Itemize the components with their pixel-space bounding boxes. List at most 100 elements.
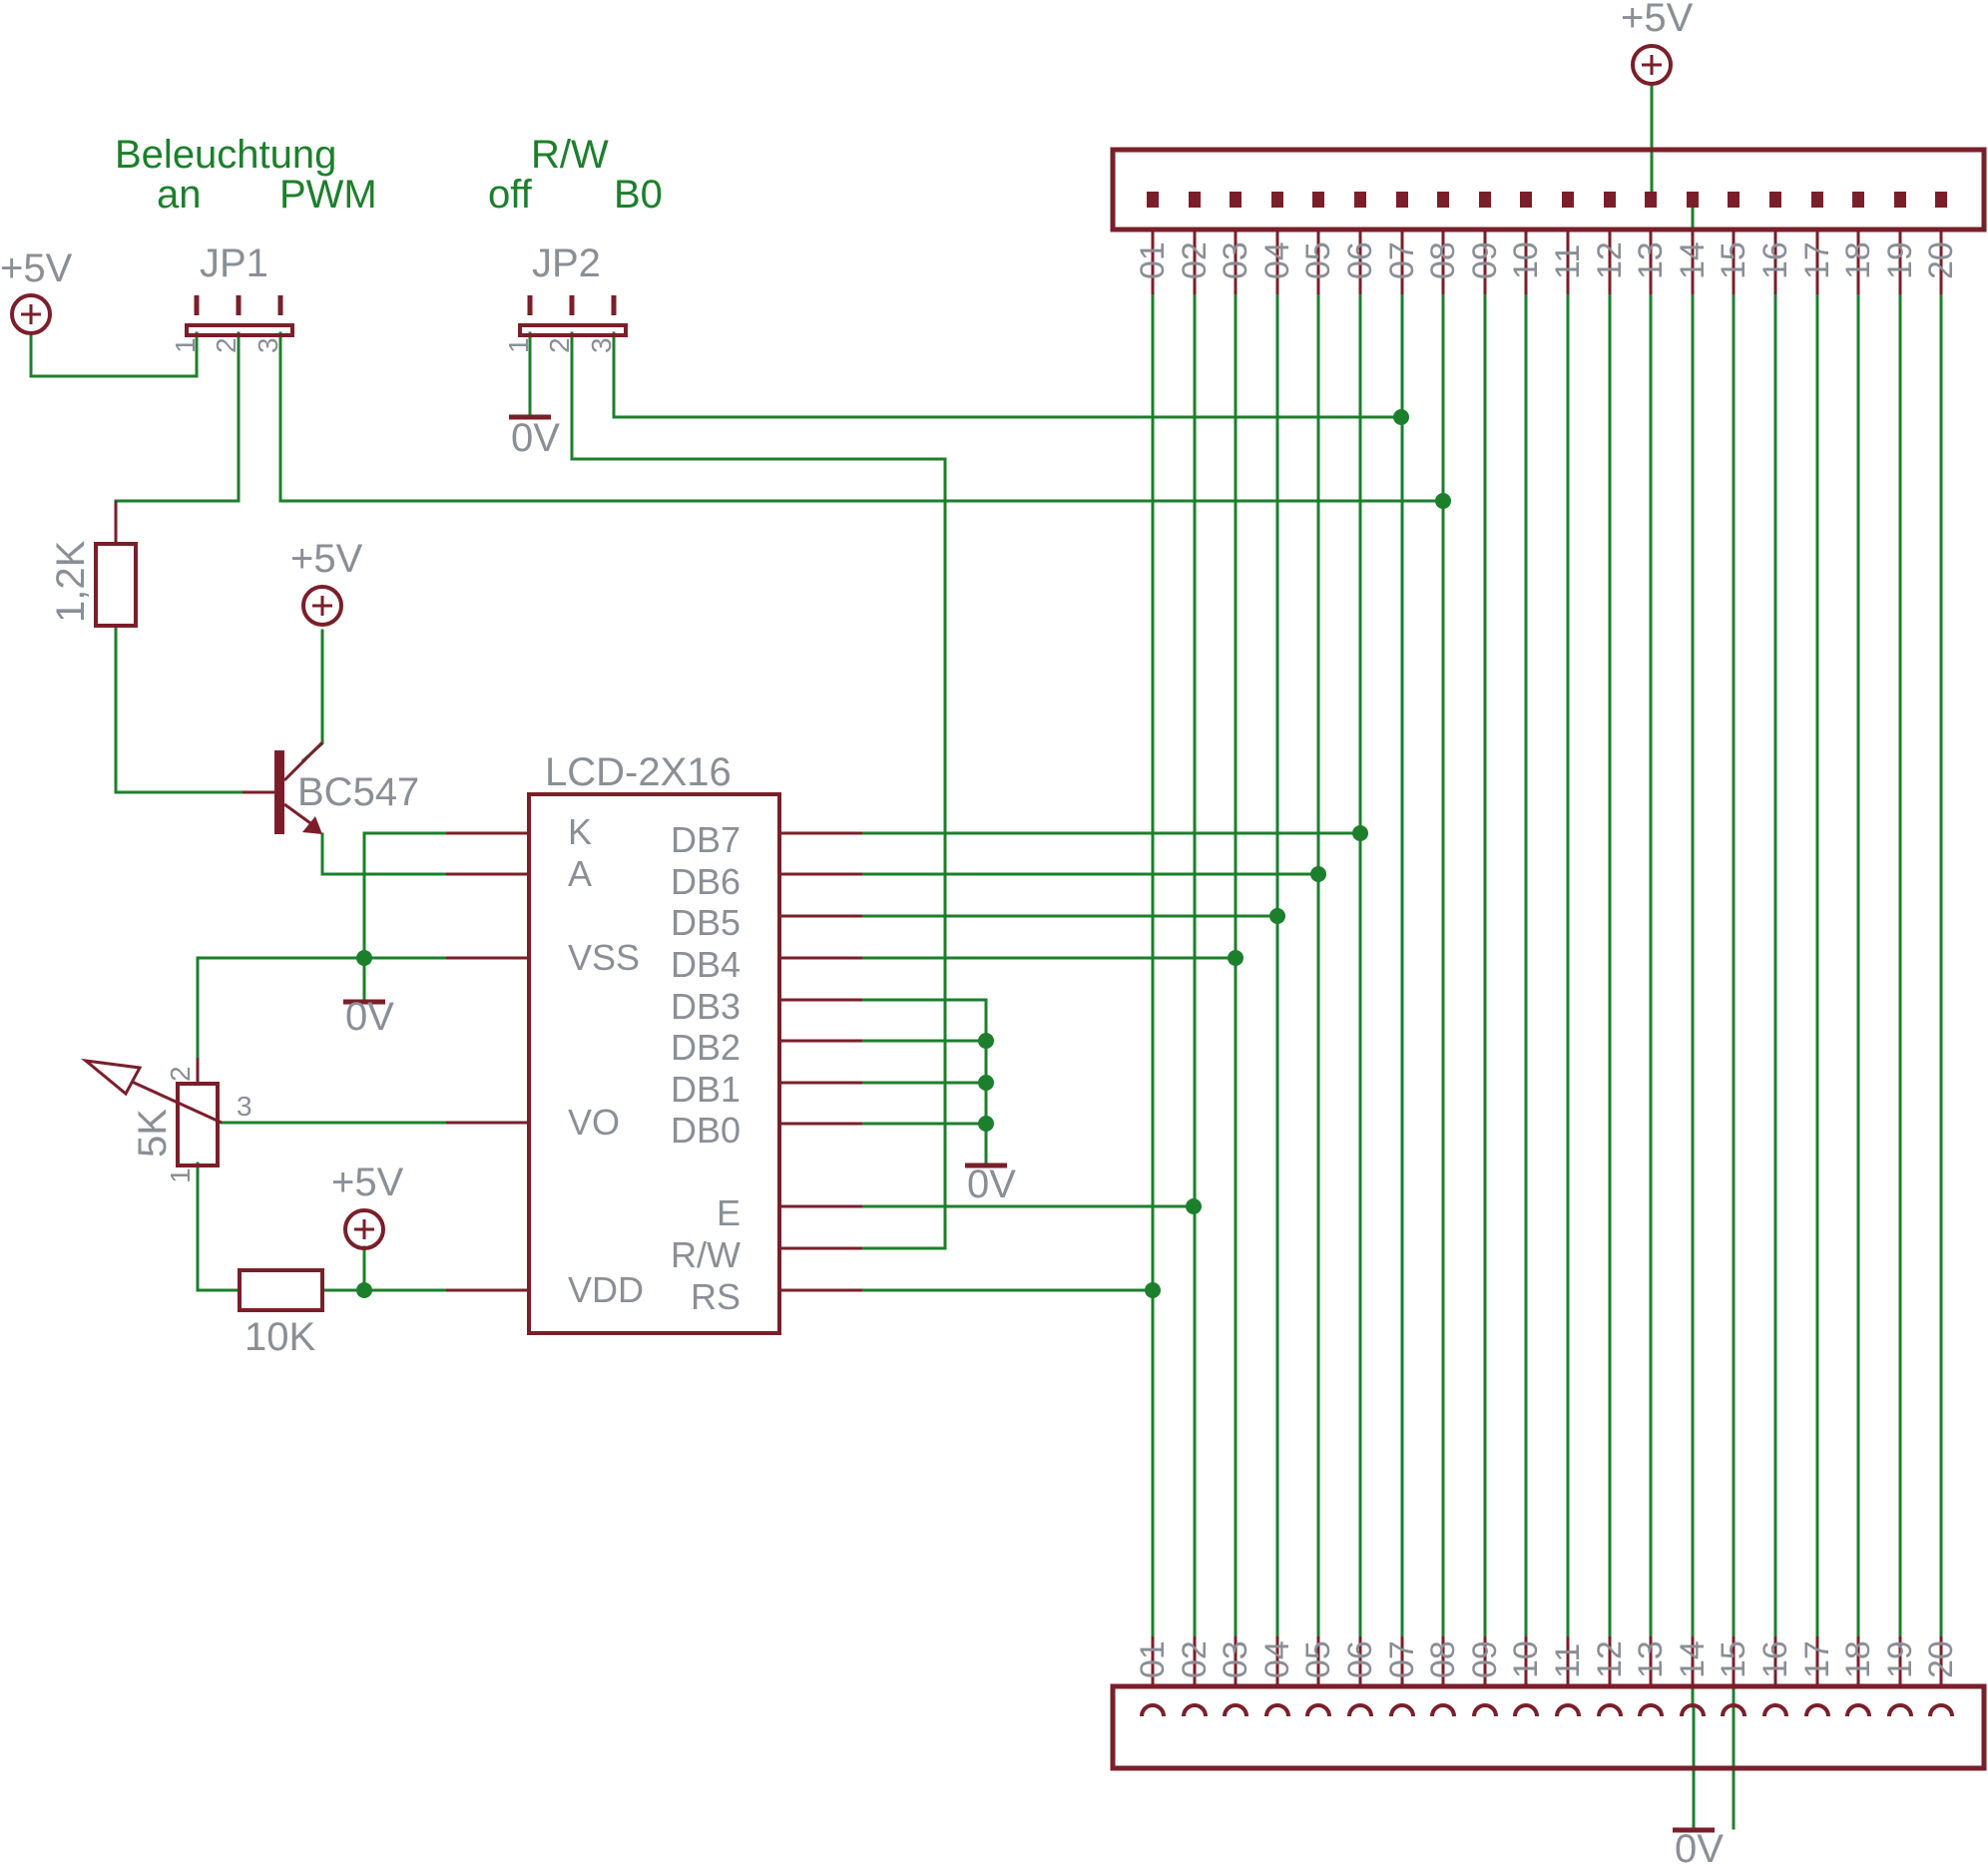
connector-socket-icon [1680, 1703, 1706, 1717]
connector-pin-label: 15 [1715, 241, 1752, 279]
lcd-pin-label-vdd: VDD [568, 1269, 644, 1310]
connector-bus-wires [1151, 198, 1943, 1830]
connector-pin-label: 03 [1217, 1640, 1254, 1678]
ground-label: 0V [967, 1163, 1016, 1206]
pot-arrow-icon [81, 1058, 143, 1097]
emitter-arrow-icon [302, 816, 322, 834]
connector-pin [1645, 192, 1657, 208]
connector-pin [1520, 192, 1532, 208]
connector-pin-label: 10 [1507, 1640, 1545, 1678]
connector-pin-label: 13 [1632, 241, 1670, 279]
connector-socket-icon [1513, 1703, 1539, 1717]
jp1-jumper: 1 2 3 JP1 [170, 241, 294, 353]
junction-dot [1393, 409, 1409, 425]
junction-dot [978, 1033, 994, 1049]
lcd-pin-label-vss: VSS [568, 937, 640, 978]
connector-pin-label: 14 [1674, 1640, 1712, 1678]
connector-pin-label: 04 [1258, 1640, 1296, 1678]
wire-jp1-pin3-pin8 [278, 331, 1445, 503]
wire-5v-jp1 [29, 331, 199, 378]
connector-pin-label: 16 [1756, 1640, 1794, 1678]
jp2-pin-label-2: 2 [544, 337, 575, 353]
wire-jp1-pin2-resistor [114, 331, 241, 546]
connector-socket-icon [1389, 1703, 1415, 1717]
connector-socket-icon [1597, 1703, 1623, 1717]
connector-socket-icon [1804, 1703, 1830, 1717]
jp2-body [518, 323, 628, 337]
junction-dot [1310, 866, 1326, 882]
junction-dot [1269, 908, 1285, 924]
connector-pin-label: 06 [1341, 241, 1379, 279]
plus-icon [354, 1219, 374, 1239]
resistor-body [94, 542, 138, 628]
connector-pin-label: 02 [1176, 1640, 1214, 1678]
plus-icon [21, 304, 41, 324]
lcd-pin-label-db0: DB0 [671, 1110, 741, 1151]
bottom-connector-body [1110, 1683, 1987, 1771]
jp1-pin-label-3: 3 [252, 337, 283, 353]
pot-label: 5K [131, 1109, 175, 1158]
connector-socket-icon [1472, 1703, 1498, 1717]
vcc-symbol [343, 1208, 385, 1250]
connector-pin-label: 11 [1549, 1643, 1587, 1678]
jp2-annotation-right: B0 [614, 173, 663, 217]
wire-jp2-pin2-rw [570, 331, 947, 1250]
junctions [356, 409, 1451, 1298]
connector-pin-label: 13 [1632, 1640, 1670, 1678]
connector-pin-label: 19 [1881, 1640, 1919, 1678]
connector-pin-label: 08 [1424, 1640, 1462, 1678]
jp2-jumper: 1 2 3 JP2 [503, 241, 628, 353]
connector-pin [1312, 192, 1324, 208]
wire-resistor-base [114, 624, 245, 794]
connector-pin [1271, 192, 1283, 208]
ground-label: 0V [345, 995, 394, 1039]
connector-pin-label: 08 [1424, 241, 1462, 279]
jp2-pin-label-3: 3 [586, 337, 617, 353]
connector-socket-icon [1762, 1703, 1788, 1717]
jp2-annotation-left: off [488, 173, 533, 217]
connector-pin-label: 05 [1299, 241, 1337, 279]
lcd-pin-label-db2: DB2 [671, 1027, 741, 1068]
connector-pin-label: 07 [1383, 1640, 1421, 1678]
connector-pin [1852, 192, 1864, 208]
connector-pin [1935, 192, 1947, 208]
lcd-pin-label-db5: DB5 [671, 902, 741, 943]
wire-vss [196, 956, 531, 1086]
ground-label: 0V [511, 416, 560, 460]
connector-socket-icon [1887, 1703, 1913, 1717]
vcc-symbol [301, 585, 343, 627]
jp1-pin-label-1: 1 [170, 337, 201, 353]
junction-dot [1352, 825, 1368, 841]
connector-pin-label: 14 [1674, 241, 1712, 279]
connector-socket-icon [1182, 1703, 1208, 1717]
transistor-label: BC547 [297, 770, 419, 814]
jp1-body [185, 323, 294, 337]
jp2-annotation-title: R/W [531, 133, 609, 177]
connector-socket-icon [1305, 1703, 1331, 1717]
lcd-pin-label-a: A [568, 853, 592, 894]
connector-pin-label: 18 [1839, 1640, 1877, 1678]
pot-pin-label-bottom: 1 [165, 1167, 196, 1183]
vdd-resistor-label: 10K [245, 1315, 315, 1359]
connector-socket-icon [1721, 1703, 1746, 1717]
connector-pin-label: 01 [1134, 1640, 1172, 1678]
lcd-pin-label-k: K [568, 811, 592, 852]
wire-collector-5v [300, 629, 324, 763]
lcd-pin-label-db1: DB1 [671, 1069, 741, 1110]
jp2-pin-label-1: 1 [503, 337, 534, 353]
lcd-pin-label-rw: R/W [671, 1234, 741, 1275]
junction-dot [356, 950, 372, 966]
lcd-pin-label-e: E [717, 1192, 741, 1233]
lcd-label: LCD-2X16 [545, 750, 732, 794]
contrast-potentiometer: 3 2 1 5K [81, 1058, 252, 1183]
connector-pin-label: 11 [1549, 244, 1587, 279]
connector-pin-label: 01 [1134, 241, 1172, 279]
ground-label: 0V [1675, 1827, 1724, 1865]
jp1-pin-label-2: 2 [211, 337, 242, 353]
connector-pin [1396, 192, 1408, 208]
connector-socket-icon [1223, 1703, 1248, 1717]
connector-pin-label: 15 [1715, 1640, 1752, 1678]
